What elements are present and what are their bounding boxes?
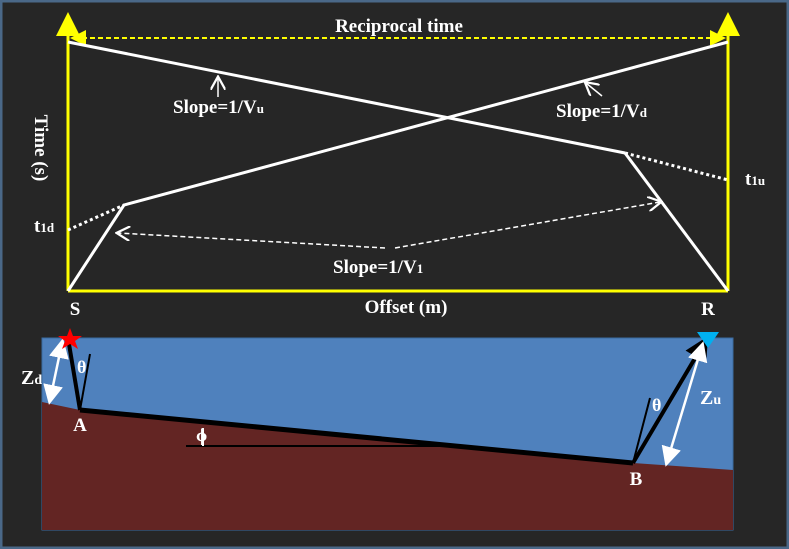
earth-model: Zd Zu θ θ ϕ A B bbox=[21, 328, 734, 531]
t1u-label: t1u bbox=[745, 169, 765, 190]
zu-arrow bbox=[661, 341, 708, 467]
receiver-label: R bbox=[701, 299, 715, 320]
x-axis-label: Offset (m) bbox=[365, 297, 448, 318]
downgoing-ray bbox=[66, 337, 82, 411]
lower-layer bbox=[42, 402, 733, 530]
source-star-icon bbox=[58, 328, 82, 349]
source-label: S bbox=[70, 299, 81, 320]
theta-label-b: θ bbox=[652, 395, 661, 415]
y-axis-label: Time (s) bbox=[30, 115, 51, 182]
point-b-label: B bbox=[630, 469, 643, 490]
zd-arrow bbox=[43, 338, 69, 405]
refracted-ray bbox=[79, 407, 634, 466]
reverse-direct-line bbox=[67, 40, 626, 155]
forward-intercept-dotted bbox=[67, 203, 125, 232]
slope-d-label: Slope=1/Vd bbox=[556, 101, 648, 122]
point-a-label: A bbox=[73, 415, 87, 436]
normal-at-b bbox=[632, 397, 651, 464]
reverse-refracted-line bbox=[623, 152, 730, 292]
slope-1-pointer-left bbox=[118, 233, 386, 249]
t1d-label: t1d bbox=[34, 216, 55, 237]
zu-label: Zu bbox=[700, 387, 721, 409]
slope-1-label: Slope=1/V1 bbox=[333, 257, 423, 278]
receiver-triangle-icon bbox=[697, 332, 719, 348]
slope-d-pointer bbox=[586, 83, 603, 97]
normal-at-a bbox=[79, 353, 91, 411]
time-offset-plot: Reciprocal time Time (s) Offset (m) Slop… bbox=[30, 12, 765, 320]
theta-label-a: θ bbox=[77, 357, 86, 377]
slope-1-pointer-right bbox=[394, 202, 660, 249]
phi-label: ϕ bbox=[196, 425, 207, 445]
reciprocal-time-label: Reciprocal time bbox=[335, 16, 463, 37]
zd-label: Zd bbox=[21, 367, 42, 389]
slope-u-label: Slope=1/Vu bbox=[173, 97, 264, 118]
